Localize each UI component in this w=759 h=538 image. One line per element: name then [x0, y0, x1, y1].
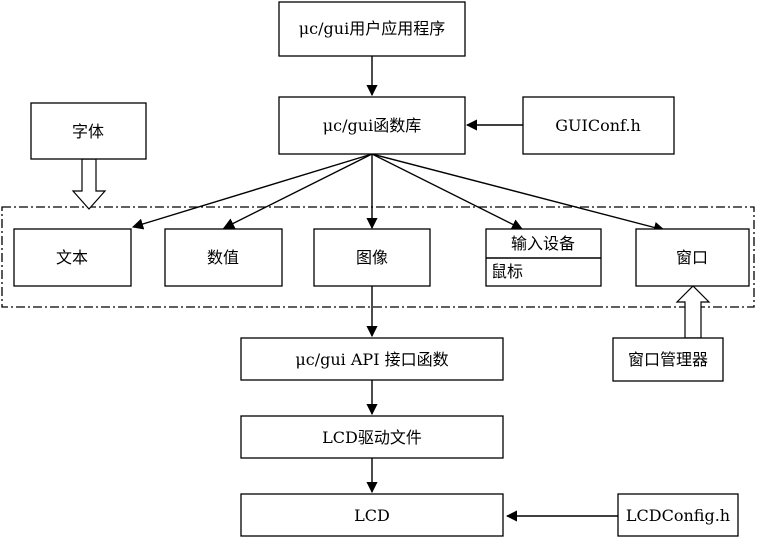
lib-label: μc/gui函数库: [323, 116, 421, 135]
hollow-arrow-manager-to-window: [675, 285, 711, 339]
text-label: 文本: [56, 248, 88, 267]
app-box: [278, 1, 466, 57]
image-box: [313, 228, 431, 287]
number-box: [164, 228, 283, 287]
lcd-config-label: LCDConfig.h: [626, 506, 730, 525]
api-box: [240, 337, 504, 381]
hollow-arrow-font-to-text: [71, 158, 107, 210]
arrow-lib-to-input: [371, 153, 524, 230]
conf-box: [522, 96, 675, 155]
input-device-label: 输入设备: [511, 234, 575, 253]
window-label: 窗口: [676, 248, 708, 267]
arrow-lib-to-number: [222, 153, 373, 229]
font-box: [30, 102, 147, 160]
window-box: [635, 228, 750, 287]
module-group-frame: [1, 206, 755, 308]
mouse-label: 鼠标: [491, 262, 523, 281]
window-manager-label: 窗口管理器: [628, 350, 708, 369]
lcd-driver-label: LCD驱动文件: [322, 428, 422, 447]
lib-box: [278, 96, 466, 155]
number-label: 数值: [207, 248, 239, 267]
app-label: μc/gui用户应用程序: [299, 19, 445, 38]
text-box: [13, 228, 132, 287]
font-label: 字体: [72, 122, 104, 141]
connectors: [131, 56, 666, 522]
window-manager-box: [612, 337, 724, 382]
arrow-lib-to-text: [131, 153, 373, 230]
api-label: μc/gui API 接口函数: [295, 350, 448, 369]
lcd-driver-box: [240, 415, 504, 459]
arrow-lib-to-window: [371, 153, 666, 233]
lcd-box: [240, 493, 504, 537]
lcd-label: LCD: [354, 506, 390, 525]
image-label: 图像: [356, 248, 388, 267]
conf-label: GUIConf.h: [555, 116, 641, 135]
lcd-config-box: [617, 493, 739, 537]
